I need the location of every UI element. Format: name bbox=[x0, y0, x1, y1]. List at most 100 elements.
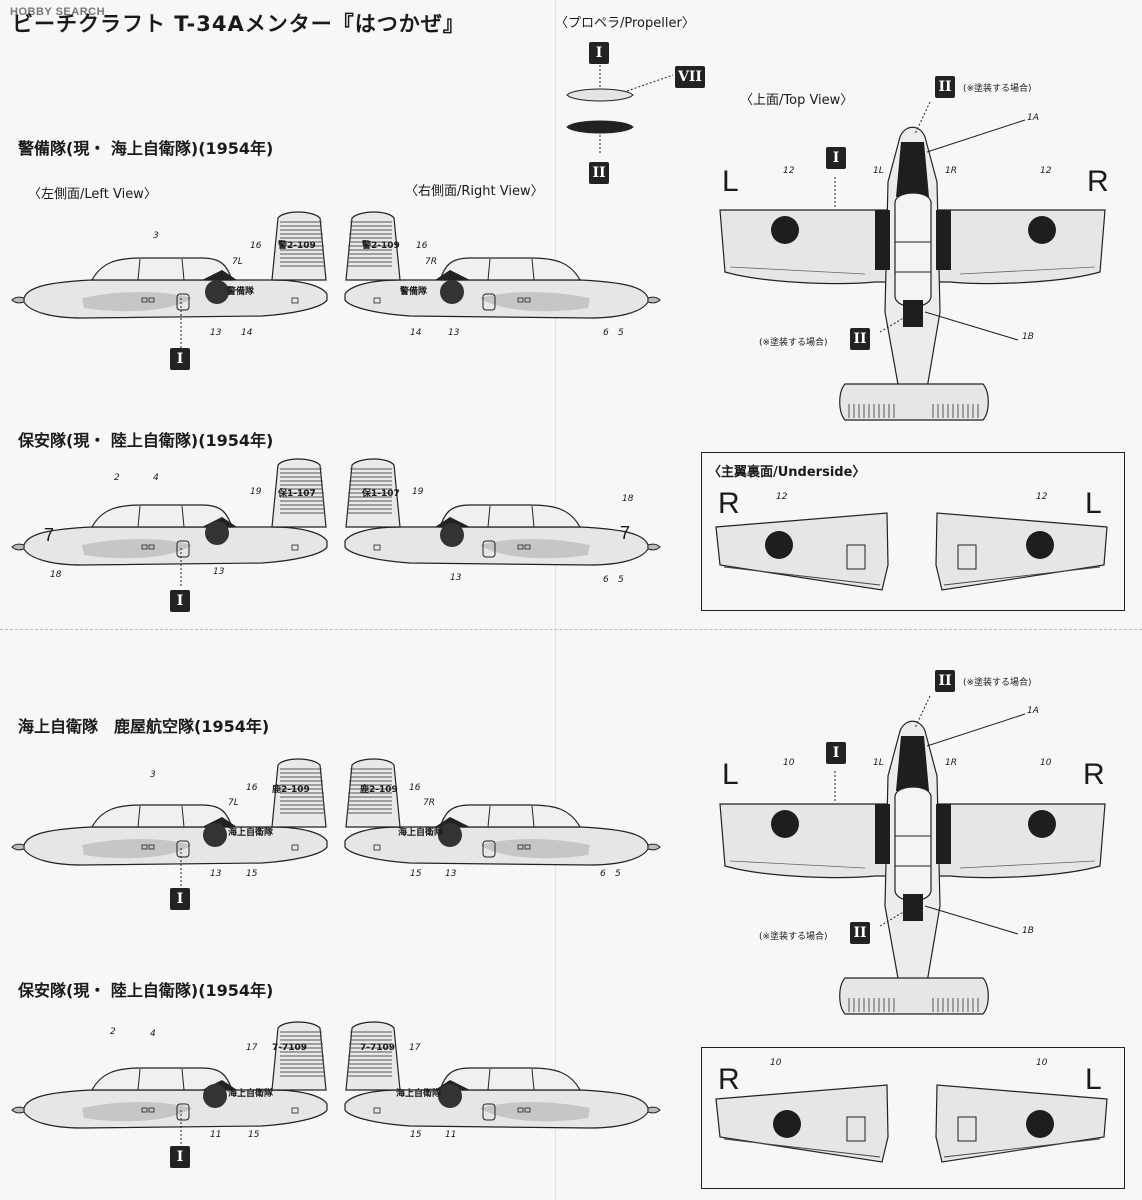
left-view-label: 〈左側面/Left View〉 bbox=[28, 187, 157, 202]
tail-number: 鹿2-109 bbox=[360, 785, 398, 795]
label-R: R bbox=[1083, 758, 1105, 791]
note-top: (※塗装する場合) bbox=[963, 84, 1032, 94]
callout: 18 bbox=[622, 494, 634, 504]
leader-line bbox=[180, 1110, 182, 1146]
tail-number: 鹿2-109 bbox=[272, 785, 310, 795]
callout: 5 bbox=[618, 328, 624, 338]
callout: 6 bbox=[600, 869, 606, 879]
fuselage-marking: 警備隊 bbox=[400, 287, 428, 297]
note-bottom: (※塗装する場合) bbox=[759, 932, 828, 942]
leader-line bbox=[180, 298, 182, 348]
tail-number: 保1-107 bbox=[278, 489, 316, 499]
callout: 13 bbox=[448, 328, 460, 338]
nose-number: 7 bbox=[44, 525, 55, 545]
callout: 15 bbox=[246, 869, 258, 879]
label-R: R bbox=[1087, 165, 1109, 198]
callout: 17 bbox=[409, 1043, 421, 1053]
aircraft-right-view-3 bbox=[344, 758, 661, 866]
right-view-label: 〈右側面/Right View〉 bbox=[405, 184, 544, 199]
section-4-title: 保安隊(現・ 陸上自衛隊)(1954年) bbox=[18, 981, 274, 1000]
callout: 6 bbox=[603, 575, 609, 585]
underside-label: 〈主翼裏面/Underside〉 bbox=[708, 465, 866, 480]
label-R: R bbox=[718, 1063, 740, 1096]
callout: 13 bbox=[450, 573, 462, 583]
callout: 11 bbox=[445, 1130, 457, 1140]
callout: 13 bbox=[210, 869, 222, 879]
callout: 1A bbox=[1027, 113, 1039, 123]
callout: 5 bbox=[615, 869, 621, 879]
label-L: L bbox=[1085, 487, 1102, 520]
badge-II: II bbox=[850, 922, 870, 944]
callout: 11 bbox=[210, 1130, 222, 1140]
section-1-title: 警備隊(現・ 海上自衛隊)(1954年) bbox=[18, 139, 274, 158]
tail-number: 7-7109 bbox=[360, 1043, 396, 1053]
callout: 19 bbox=[412, 487, 424, 497]
propeller-drawing bbox=[566, 65, 674, 153]
tail-number: 警2-109 bbox=[362, 241, 400, 251]
callout: 17 bbox=[246, 1043, 258, 1053]
callout: 4 bbox=[153, 473, 159, 483]
leader-line bbox=[180, 848, 182, 888]
badge-II: II bbox=[850, 328, 870, 350]
callout: 15 bbox=[410, 869, 422, 879]
callout: 7R bbox=[423, 798, 435, 808]
nose-number: 7 bbox=[620, 523, 631, 543]
section-2-title: 保安隊(現・ 陸上自衛隊)(1954年) bbox=[18, 431, 274, 450]
aircraft-left-view-2 bbox=[11, 458, 328, 566]
callout: 10 bbox=[1036, 1058, 1048, 1068]
propeller-label: 〈プロペラ/Propeller〉 bbox=[555, 16, 695, 31]
callout: 15 bbox=[410, 1130, 422, 1140]
underside-box bbox=[701, 1047, 1125, 1189]
section-3-title: 海上自衛隊 鹿屋航空隊(1954年) bbox=[18, 717, 270, 736]
aircraft-top-view-2 bbox=[719, 695, 1106, 1015]
callout: 16 bbox=[250, 241, 262, 251]
badge-I: I bbox=[170, 348, 190, 370]
badge-I: I bbox=[170, 590, 190, 612]
badge-I: I bbox=[170, 888, 190, 910]
fuselage-marking: 警備隊 bbox=[227, 287, 255, 297]
leader-line bbox=[180, 548, 182, 588]
callout: 12 bbox=[1040, 166, 1052, 176]
tail-number: 7-7109 bbox=[272, 1043, 308, 1053]
label-R: R bbox=[718, 487, 740, 520]
hobby-search-logo: HOBBY SEARCH bbox=[10, 6, 106, 18]
callout: 1A bbox=[1027, 706, 1039, 716]
fuselage-marking: 海上自衛隊 bbox=[396, 1089, 442, 1099]
callout: 4 bbox=[150, 1029, 156, 1039]
underside-box bbox=[701, 452, 1125, 611]
tail-number: 警2-109 bbox=[278, 241, 316, 251]
callout: 2 bbox=[114, 473, 120, 483]
callout: 1R bbox=[945, 166, 957, 176]
callout: 10 bbox=[783, 758, 795, 768]
callout: 15 bbox=[248, 1130, 260, 1140]
callout: 7R bbox=[425, 257, 437, 267]
tail-number: 保1-107 bbox=[362, 489, 400, 499]
aircraft-right-view-4 bbox=[344, 1021, 661, 1129]
callout: 12 bbox=[776, 492, 788, 502]
underside-wings-2 bbox=[715, 1084, 1108, 1163]
callout: 3 bbox=[150, 770, 156, 780]
badge-I: I bbox=[170, 1146, 190, 1168]
callout: 16 bbox=[416, 241, 428, 251]
badge-I: I bbox=[826, 742, 846, 764]
label-L: L bbox=[722, 165, 739, 198]
callout: 5 bbox=[618, 575, 624, 585]
aircraft-right-view-1 bbox=[344, 211, 661, 319]
callout: 14 bbox=[410, 328, 422, 338]
callout: 10 bbox=[770, 1058, 782, 1068]
callout: 16 bbox=[246, 783, 258, 793]
callout: 1L bbox=[873, 166, 884, 176]
note-top: (※塗装する場合) bbox=[963, 678, 1032, 688]
badge-II: II bbox=[935, 76, 955, 98]
callout: 1L bbox=[873, 758, 884, 768]
badge-VII-propeller: VII bbox=[675, 66, 705, 88]
badge-I-propeller: I bbox=[589, 42, 609, 64]
callout: 18 bbox=[50, 570, 62, 580]
callout: 1B bbox=[1022, 926, 1034, 936]
callout: 7L bbox=[228, 798, 239, 808]
callout: 1R bbox=[945, 758, 957, 768]
label-L: L bbox=[722, 758, 739, 791]
badge-II: II bbox=[935, 670, 955, 692]
label-L: L bbox=[1085, 1063, 1102, 1096]
aircraft-left-view-4 bbox=[11, 1021, 328, 1129]
